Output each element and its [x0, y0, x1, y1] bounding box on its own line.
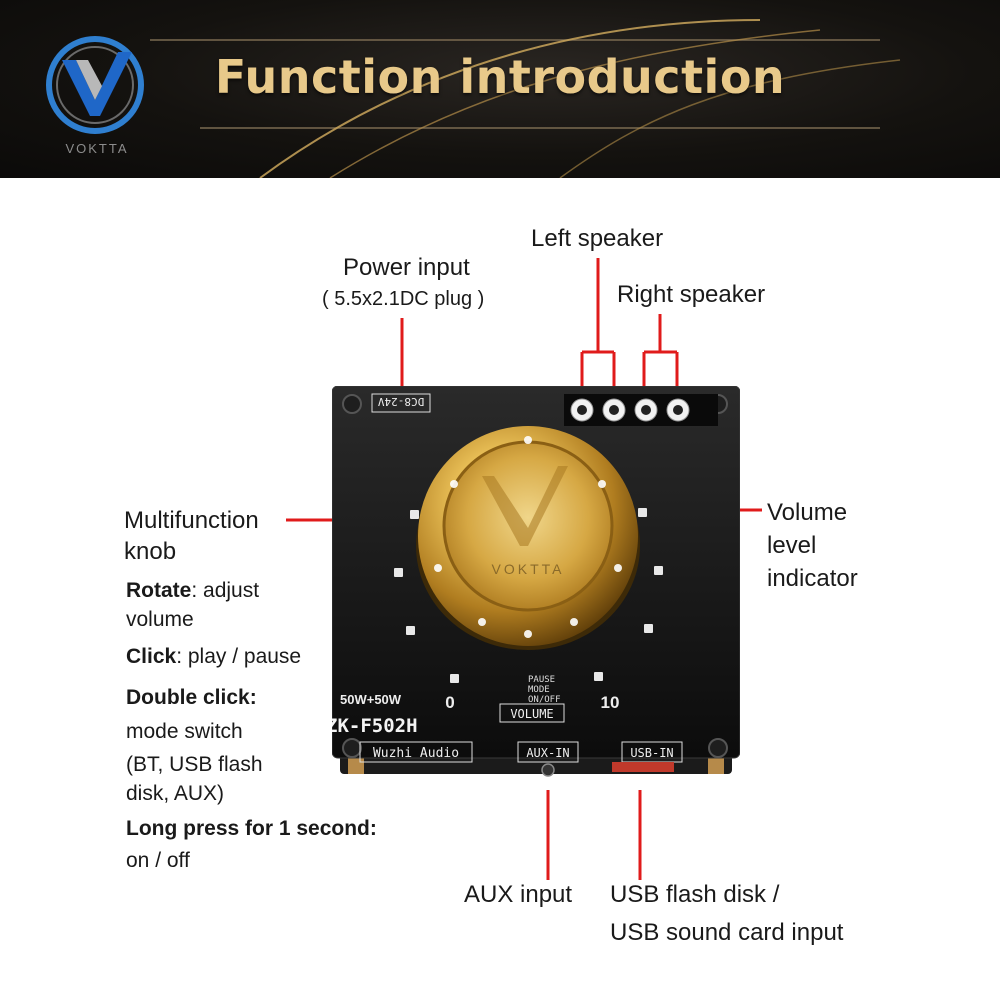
brand-label: Wuzhi Audio — [373, 746, 459, 761]
rotate-function: Rotate: adjust — [126, 579, 260, 602]
multifunction-knob: VOKTTA — [416, 426, 640, 650]
left-speaker-label: Left speaker — [531, 225, 664, 252]
usb-port-icon — [612, 762, 674, 772]
usb-in-label: USB-IN — [630, 746, 673, 760]
left-speaker-callout-line — [580, 258, 616, 390]
aux-in-label: AUX-IN — [526, 746, 569, 760]
usb-label-line2: USB sound card input — [610, 919, 844, 946]
long-press-function: Long press for 1 second: — [126, 817, 377, 840]
power-rating: 50W+50W — [340, 692, 402, 707]
usb-label-line1: USB flash disk / — [610, 881, 780, 908]
logo-text: VOKTTA — [65, 141, 129, 156]
amplifier-board: DC8-24V VOKTTA 0 10 PAUSE — [332, 386, 740, 777]
scale-max: 10 — [601, 693, 620, 712]
voktta-logo-icon — [46, 36, 144, 134]
scale-min: 0 — [445, 693, 454, 712]
knob-label-line2: knob — [124, 538, 177, 565]
double-click-value3: disk, AUX) — [126, 782, 225, 805]
header-banner: VOKTTA Function introduction — [0, 0, 1000, 178]
speaker-terminals — [564, 394, 718, 426]
click-function: Click: play / pause — [126, 645, 302, 668]
power-input-label: Power input — [343, 254, 470, 281]
double-click-function: Double click: — [126, 686, 257, 709]
aux-jack-icon — [541, 763, 555, 777]
aux-input-label: AUX input — [464, 881, 573, 908]
model-number: ZK-F502H — [332, 715, 418, 737]
power-input-detail: ( 5.5x2.1DC plug ) — [322, 288, 485, 310]
knob-label-line1: Multifunction — [124, 507, 259, 534]
page-title: Function introduction — [214, 50, 786, 104]
double-click-value2: (BT, USB flash — [126, 753, 263, 776]
volume-led-ring — [394, 508, 663, 683]
voltage-label: DC8-24V — [377, 395, 424, 408]
banner-gold-swoosh — [150, 19, 901, 178]
legend-mode: MODE — [528, 685, 550, 695]
volume-indicator-line2: level — [767, 532, 817, 559]
right-speaker-callout-line — [642, 314, 679, 390]
volume-indicator-line1: Volume — [767, 499, 848, 526]
long-press-value: on / off — [126, 849, 190, 872]
volume-indicator-line3: indicator — [767, 565, 858, 592]
knob-watermark: VOKTTA — [492, 561, 565, 577]
legend-onoff: ON/OFF — [528, 695, 561, 705]
right-speaker-label: Right speaker — [617, 281, 766, 308]
rotate-function-cont: volume — [126, 608, 194, 631]
legend-pause: PAUSE — [528, 675, 555, 685]
volume-label: VOLUME — [510, 707, 553, 721]
double-click-value: mode switch — [126, 720, 243, 743]
